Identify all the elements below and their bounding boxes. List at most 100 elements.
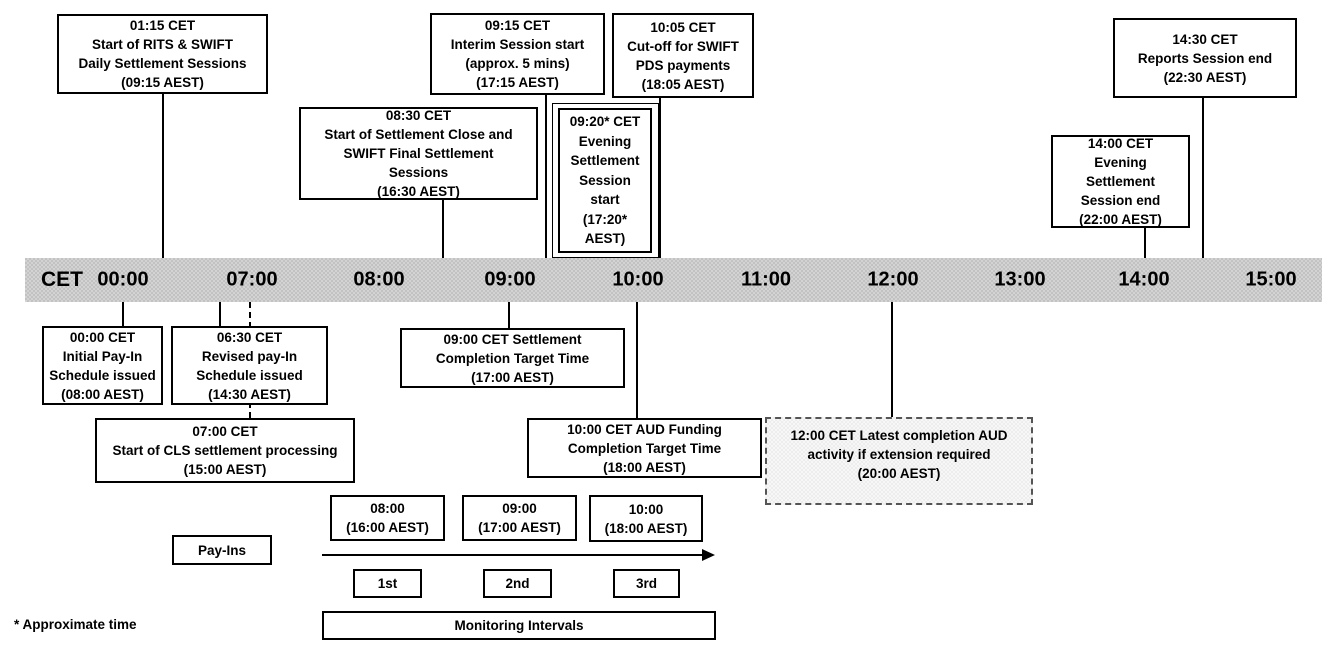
interval-box-2nd: 2nd [483,569,552,598]
timeline-tick-0800: 08:00 [353,268,405,291]
text-line: 10:00 [628,501,664,517]
text-line: activity if extension required [807,447,991,462]
connector-evening-session-end [1144,228,1146,258]
event-box-swift-pds-cutoff: 10:05 CET Cut-off for SWIFT PDS payments (1… [612,13,754,98]
timeline-tick-0000: 00:00 [97,268,149,291]
text-line: 09:00 CET Settlement [443,331,582,347]
text-line: start [590,192,620,208]
timeline-tick-1200: 12:00 [867,268,919,291]
text-line: Interim Session start [450,37,585,52]
text-line: 00:00 CET [69,329,136,345]
text-line: (22:00 AEST) [1079,212,1162,227]
interval-box-3rd: 3rd [613,569,680,598]
text-line: (17:00 AEST) [471,369,554,385]
text-line: (18:00 AEST) [603,459,686,475]
connector-revised-payin [219,302,221,326]
timeline-tick-1400: 14:00 [1118,268,1170,291]
payin-deadline-box-3: 10:00 (18:00 AEST) [589,495,703,542]
text-line: 14:00 CET [1087,136,1154,151]
text-line: (15:00 AEST) [183,462,267,477]
monitoring-intervals-label: Monitoring Intervals [454,618,584,633]
text-line: (17:00 AEST) [478,520,561,535]
text-line: 14:30 CET [1172,31,1238,47]
pay-ins-arrowhead-icon [702,549,715,561]
text-line: Completion Target Time [435,350,590,366]
event-box-reports-session-end: 14:30 CET Reports Session end (22:30 AEST) [1113,18,1297,98]
text-line: (16:30 AEST) [377,184,460,199]
text-line: Start of CLS settlement processing [112,443,338,458]
text-line: 07:00 CET [192,424,258,439]
event-box-latest-completion-extension: 12:00 CET Latest completion AUD activity … [765,417,1033,505]
text-line: 09:20* CET [569,114,641,130]
text-line: SWIFT Final Settlement [343,146,494,161]
text-line: 08:30 CET [385,108,452,123]
text-line: 06:30 CET [216,329,283,345]
interval-label: 3rd [635,576,657,591]
interval-box-1st: 1st [353,569,422,598]
payin-deadline-box-2: 09:00 (17:00 AEST) [462,495,577,541]
payin-deadline-box-1: 08:00(16:00 AEST) [330,495,445,541]
timeline-tick-1100: 11:00 [740,268,792,291]
text-line: Settlement [1085,174,1156,189]
timeline-tick-1000: 10:00 [612,268,664,291]
text-line: Schedule issued [49,367,156,383]
pay-ins-label-box: Pay-Ins [172,535,272,565]
text-line: Evening [1094,155,1147,170]
monitoring-intervals-box: Monitoring Intervals [322,611,716,640]
text-line: Schedule issued [196,367,303,383]
text-line: Cut-off for SWIFT [627,38,739,54]
text-line: 01:15 CET [129,18,196,33]
text-line: Completion Target Time [567,440,722,456]
text-line: PDS payments [635,57,731,73]
timeline-axis-label: CET [41,268,83,291]
text-line: Settlement [570,153,640,169]
text-line: 10:00 CET AUD Funding [567,421,722,437]
timeline-tick-1500: 15:00 [1245,268,1297,291]
text-line: (18:00 AEST) [604,520,688,536]
text-line: 12:00 CET Latest completion AUD [790,428,1008,443]
pay-ins-label: Pay-Ins [197,542,247,558]
text-line: Sessions [388,165,449,180]
interval-label: 2nd [505,576,530,591]
text-line: (14:30 AEST) [208,386,291,402]
text-line: 10:05 CET [650,19,716,35]
pay-ins-arrow-line [322,554,704,556]
approximate-time-footnote: * Approximate time [14,617,137,632]
text-line: Daily Settlement Sessions [78,56,247,71]
timeline-bar: CET 00:00 07:00 08:00 09:00 10:00 11:00 … [25,258,1322,302]
text-line: (09:15 AEST) [121,75,204,90]
text-line: (20:00 AEST) [857,466,941,481]
connector-rits-swift-start [162,94,164,258]
text-line: 09:00 [502,501,537,516]
text-line: Start of Settlement Close and [324,127,513,142]
text-line: (18:05 AEST) [641,76,725,92]
event-box-cls-processing-start: 07:00 CET Start of CLS settlement process… [95,418,355,483]
text-line: 09:15 CET [484,18,551,33]
timeline-tick-0900: 09:00 [484,268,536,291]
connector-latest-completion [891,302,893,417]
connector-initial-payin [122,302,124,326]
text-line: Session [579,172,631,188]
connector-aud-funding-target [636,302,638,418]
text-line: Reports Session end [1137,50,1273,66]
timeline-tick-1300: 13:00 [994,268,1046,291]
text-line: Evening [578,133,632,149]
interval-label: 1st [377,576,398,591]
text-line: Initial Pay-In [62,348,143,364]
text-line: (08:00 AEST) [61,386,144,402]
text-line: (22:30 AEST) [1163,69,1247,85]
connector-interim-session-start [545,95,547,258]
text-line: (17:15 AEST) [476,75,559,90]
text-line: Revised pay-In [201,348,298,364]
text-line: 08:00 [370,501,405,516]
connector-swift-pds-cutoff [659,98,661,258]
